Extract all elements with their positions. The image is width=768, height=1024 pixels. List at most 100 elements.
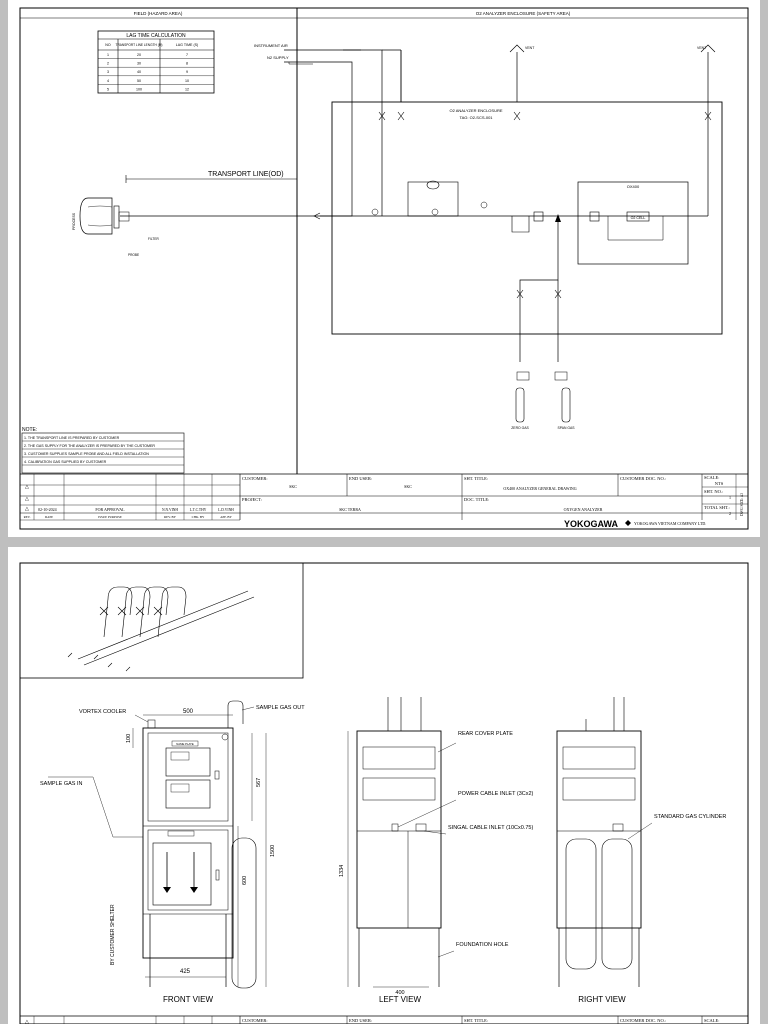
dim-h1: 567: [256, 778, 262, 787]
rev-mark: △: [25, 506, 29, 512]
front-view: NAME PLATE FRONT VIEW: [142, 700, 257, 1004]
lag-table-header: TRANSPORT LINE LENGTH (M): [116, 43, 163, 47]
zone-field-label: FIELD (HAZARD AREA): [134, 11, 183, 16]
end-user-label: END USER:: [349, 1018, 372, 1023]
lag-table-cell: 5: [107, 87, 109, 91]
lag-table-cell: 12: [185, 87, 189, 91]
title-block: △ △ △ 02-10-2024 FOR APPROVAL N.N.VINH L…: [20, 473, 748, 529]
probe-label: PROBE: [128, 253, 139, 257]
sample-gas-out-callout: SAMPLE GAS OUT: [256, 705, 305, 711]
rev-header: ISSUE PURPOSE: [98, 515, 122, 519]
sheet-no-value: 1: [729, 495, 731, 500]
rev-date: 02-10-2024: [38, 507, 57, 512]
customer-doc-label: CUSTOMER DOC. NO.:: [620, 1018, 666, 1023]
dim-base: 425: [180, 969, 191, 975]
ox400-analyzer-box: [577, 181, 689, 265]
enclosure-tag: TAG: O2-SCS-001: [459, 115, 493, 120]
customer-doc-label: CUSTOMER DOC. NO.:: [620, 476, 666, 481]
dim-top: 100: [126, 734, 132, 743]
vent-label-2: VENT: [697, 46, 707, 50]
lag-time-table: LAG TIME CALCULATION NO TRANSPORT LINE L…: [97, 30, 215, 94]
p-and-id-diagram: FIELD (HAZARD AREA) O2 ANALYZER ENCLOSUR…: [19, 7, 749, 530]
rev-mark: △: [25, 1019, 29, 1024]
drawing-sheet-2: NAME PLATE FRONT VIEW 500 100 567 1500 6…: [8, 547, 760, 1024]
foundation-hole-callout: FOUNDATION HOLE: [456, 942, 509, 948]
note-item: 1. THE TRANSPORT LINE IS PREPARED BY CUS…: [24, 436, 120, 440]
span-gas-cylinder: [561, 387, 571, 423]
lag-table-cell: 1: [107, 53, 109, 57]
rev-header: REV.: [24, 515, 31, 519]
lag-table-cell: 8: [186, 62, 188, 66]
project-label: PROJECT:: [242, 497, 262, 502]
scale-value: NTS: [715, 481, 724, 486]
transport-line-label: TRANSPORT LINE(OD): [208, 171, 284, 178]
dim-h4: 1334: [339, 865, 345, 877]
rev-drawn-by: N.N.VINH: [162, 508, 178, 512]
rev-header: DATE: [45, 515, 53, 519]
rev-header: APP. BY: [220, 515, 232, 519]
sheet-no-label: SHT. NO.:: [704, 489, 723, 494]
rev-header: REV. BY: [164, 515, 177, 519]
lag-table-cell: 30: [137, 62, 141, 66]
scale-label: SCALE:: [704, 1018, 720, 1023]
rev-description: FOR APPROVAL: [95, 507, 125, 512]
lag-table-title: LAG TIME CALCULATION: [126, 33, 186, 39]
signal-cable-callout: SINGAL CABLE INLET (10Cx0.75): [448, 825, 533, 831]
title-block-partial: △ CUSTOMER: END USER: SHT. TITLE: CUSTOM…: [20, 1015, 748, 1024]
lag-table-cell: 3: [107, 70, 109, 74]
lag-table-header: LAG TIME (S): [176, 43, 199, 47]
name-plate-label: NAME PLATE: [176, 742, 194, 746]
note-title: NOTE:: [22, 427, 37, 433]
process-label: PROCESS: [72, 212, 76, 230]
zone-enclosure-label: O2 ANALYZER ENCLOSURE (SAFETY AREA): [476, 11, 571, 16]
lag-table-cell: 7: [186, 53, 188, 57]
instrument-air-label: INSTRUMENT AIR: [254, 43, 288, 48]
rev-mark: △: [25, 484, 29, 490]
customer-value: SKC: [289, 484, 297, 489]
enclosure-title: O2 ANALYZER ENCLOSURE: [449, 108, 502, 113]
drawing-sheet-1: FIELD (HAZARD AREA) O2 ANALYZER ENCLOSUR…: [8, 0, 760, 537]
zero-gas-cylinder: [515, 387, 525, 423]
customer-label: CUSTOMER:: [242, 476, 268, 481]
o2-cell-label: O2 CELL: [631, 216, 646, 220]
yokogawa-logo: YOKOGAWA: [564, 519, 619, 529]
sht-title-label: SHT. TITLE:: [464, 1018, 488, 1023]
rev-mark: △: [25, 496, 29, 502]
vent-label-1: VENT: [525, 46, 535, 50]
sample-gas-in-callout: SAMPLE GAS IN: [40, 781, 83, 787]
left-view-label: LEFT VIEW: [379, 995, 422, 1004]
customer-label: CUSTOMER:: [242, 1018, 268, 1023]
analyzer-label: OX400: [627, 184, 640, 189]
company-name: YOKOGAWA VIETNAM COMPANY LTD.: [634, 521, 706, 526]
lag-table-cell: 4: [107, 79, 109, 83]
scale-label: SCALE:: [704, 475, 720, 480]
end-user-label: END USER:: [349, 476, 372, 481]
note-item: 2. THE GAS SUPPLY FOR THE ANALYZER IS PR…: [24, 444, 155, 448]
end-user-value: SKC: [404, 484, 412, 489]
rev-header: CHK. BY: [192, 515, 205, 519]
customer-shelter-callout: BY CUSTOMER SHELTER: [110, 904, 116, 965]
power-cable-callout: POWER CABLE INLET (3Cx2): [458, 791, 534, 797]
lag-table-cell: 50: [137, 79, 141, 83]
filter-label: FILTER: [148, 237, 159, 241]
n2-supply-label: N2 SUPPLY: [267, 55, 289, 60]
process-pipe: [79, 197, 113, 235]
lag-table-cell: 40: [137, 70, 141, 74]
span-gas-label: SPAN GAS: [557, 426, 575, 430]
enclosure-boundary: [331, 101, 723, 335]
rev-approved-by: L.D.VINH: [218, 508, 234, 512]
front-view-label: FRONT VIEW: [163, 995, 214, 1004]
doc-title-label: DOC. TITLE:: [464, 497, 489, 502]
rev-checked-by: L.T.C.THY: [190, 508, 207, 512]
dwg-size: DWG SIZE: A3: [740, 493, 744, 516]
lag-table-cell: 20: [137, 53, 141, 57]
lag-table-header: NO: [105, 43, 111, 47]
standard-gas-cylinder-callout: STANDARD GAS CYLINDER: [654, 814, 726, 820]
note-item: 3. CUSTOMER SUPPLIES SAMPLE PROBE AND AL…: [24, 452, 149, 456]
sht-title-label: SHT. TITLE:: [464, 476, 488, 481]
total-sheets-value: 2: [729, 511, 731, 516]
vortex-cooler-callout: VORTEX COOLER: [79, 709, 126, 715]
left-view: LEFT VIEW 400: [356, 697, 442, 1004]
dim-h3: 1500: [270, 845, 276, 857]
note-item: 4. CALIBRATION GAS SUPPLIED BY CUSTOMER: [24, 460, 107, 464]
